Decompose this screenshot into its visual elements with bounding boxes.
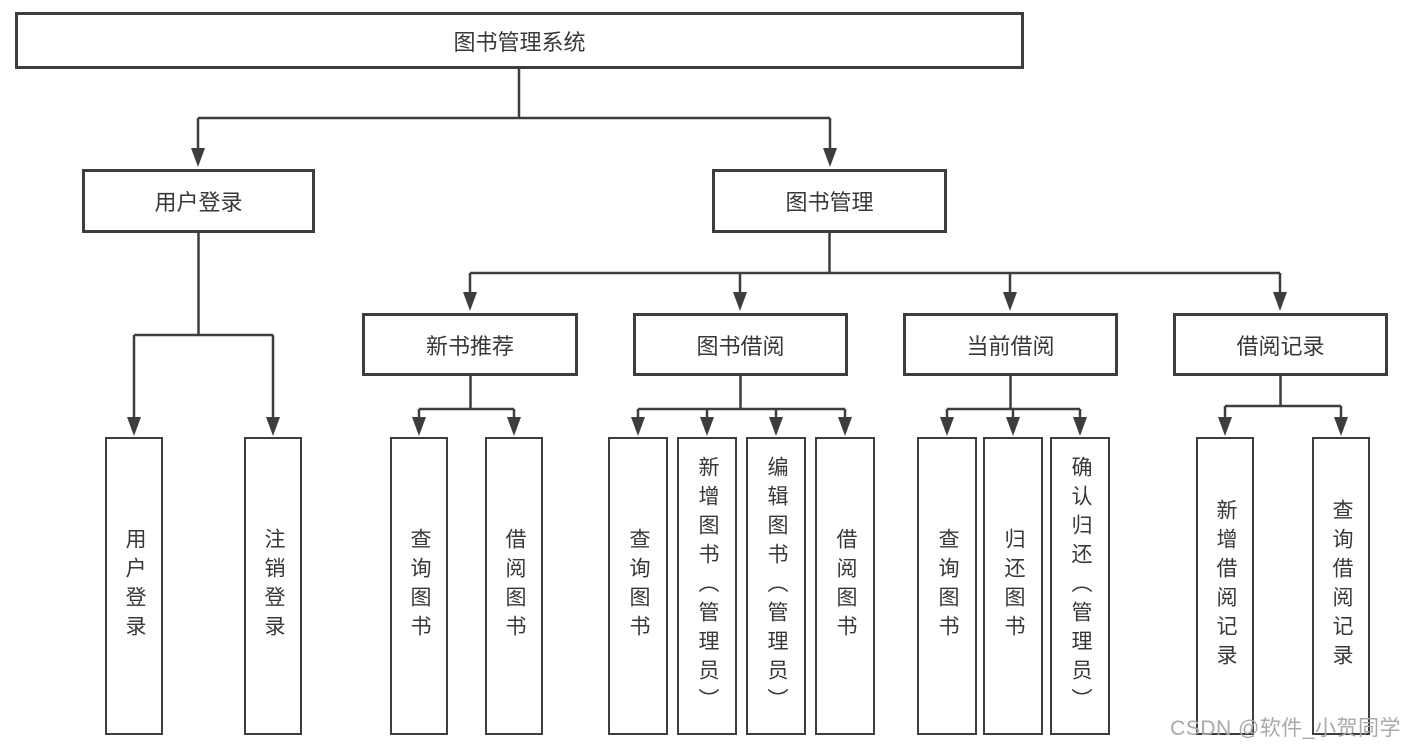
arrowhead <box>1334 417 1348 436</box>
node-label: 图书管理系统 <box>453 29 586 55</box>
node-label: 查询借阅记录 <box>1330 499 1354 673</box>
node-label: 借阅记录 <box>1236 333 1325 359</box>
leaf-query-books-borrowing: 查询图书 <box>608 437 668 735</box>
arrowhead <box>823 148 837 167</box>
arrowhead <box>769 417 783 436</box>
arrowhead <box>940 417 954 436</box>
arrowhead <box>1218 417 1232 436</box>
connector-borrowing-to-leaves <box>631 376 852 436</box>
node-label: 查询图书 <box>408 528 432 644</box>
leaf-borrow-books-recommend: 借阅图书 <box>485 437 543 735</box>
node-label: 图书管理 <box>785 190 874 215</box>
leaf-query-borrow-record: 查询借阅记录 <box>1312 437 1370 735</box>
leaf-user-login: 用户登录 <box>105 437 163 735</box>
connector-login-to-leaves <box>127 233 280 436</box>
node-label: 用户登录 <box>154 190 243 215</box>
node-label: 注销登录 <box>262 528 286 644</box>
leaf-add-borrow-record: 新增借阅记录 <box>1196 437 1254 735</box>
leaf-query-books-current: 查询图书 <box>917 437 977 735</box>
arrowhead <box>700 417 714 436</box>
connector-current-to-leaves <box>940 376 1087 436</box>
node-label: 编辑图书（管理员） <box>765 455 789 717</box>
arrowhead <box>1003 292 1017 311</box>
node-label: 用户登录 <box>123 528 147 644</box>
arrowhead <box>463 292 477 311</box>
arrowhead <box>631 417 645 436</box>
node-label: 新增图书（管理员） <box>696 455 720 717</box>
arrowhead <box>127 417 141 436</box>
node-library-management-system: 图书管理系统 <box>15 12 1024 69</box>
leaf-return-books: 归还图书 <box>983 437 1043 735</box>
arrowhead <box>1073 417 1087 436</box>
node-label: 新书推荐 <box>425 333 514 359</box>
arrowhead <box>1006 417 1020 436</box>
leaf-add-books-admin: 新增图书（管理员） <box>677 437 737 735</box>
leaf-edit-books-admin: 编辑图书（管理员） <box>746 437 806 735</box>
node-new-book-recommend: 新书推荐 <box>362 313 578 376</box>
node-label: 新增借阅记录 <box>1214 499 1238 673</box>
node-borrowing-records: 借阅记录 <box>1173 313 1388 376</box>
connector-management-to-level2 <box>463 233 1287 311</box>
node-label: 归还图书 <box>1002 528 1026 644</box>
node-label: 查询图书 <box>627 528 651 644</box>
arrowhead <box>191 148 205 167</box>
node-label: 借阅图书 <box>834 528 858 644</box>
arrowhead <box>838 417 852 436</box>
connector-recommend-to-leaves <box>412 376 521 436</box>
arrowhead <box>412 417 426 436</box>
node-book-borrowing: 图书借阅 <box>633 313 848 376</box>
arrowhead <box>1273 292 1287 311</box>
csdn-watermark: CSDN @软件_小贺同学 <box>1170 717 1401 740</box>
node-current-borrowing: 当前借阅 <box>903 313 1118 376</box>
leaf-confirm-return-admin: 确认归还（管理员） <box>1050 437 1110 735</box>
node-label: 当前借阅 <box>966 333 1055 359</box>
leaf-logout: 注销登录 <box>244 437 302 735</box>
node-label: 借阅图书 <box>503 528 527 644</box>
arrowhead <box>266 417 280 436</box>
node-label: 确认归还（管理员） <box>1069 455 1093 717</box>
arrowhead <box>733 292 747 311</box>
node-label: 图书借阅 <box>696 333 785 359</box>
node-user-login: 用户登录 <box>82 169 315 233</box>
leaf-query-books-recommend: 查询图书 <box>390 437 448 735</box>
node-book-management: 图书管理 <box>712 169 947 233</box>
connector-root-to-level1 <box>191 69 837 167</box>
arrowhead <box>507 417 521 436</box>
connector-records-to-leaves <box>1218 376 1348 436</box>
leaf-borrow-books-borrowing: 借阅图书 <box>815 437 875 735</box>
node-label: 查询图书 <box>936 528 960 644</box>
